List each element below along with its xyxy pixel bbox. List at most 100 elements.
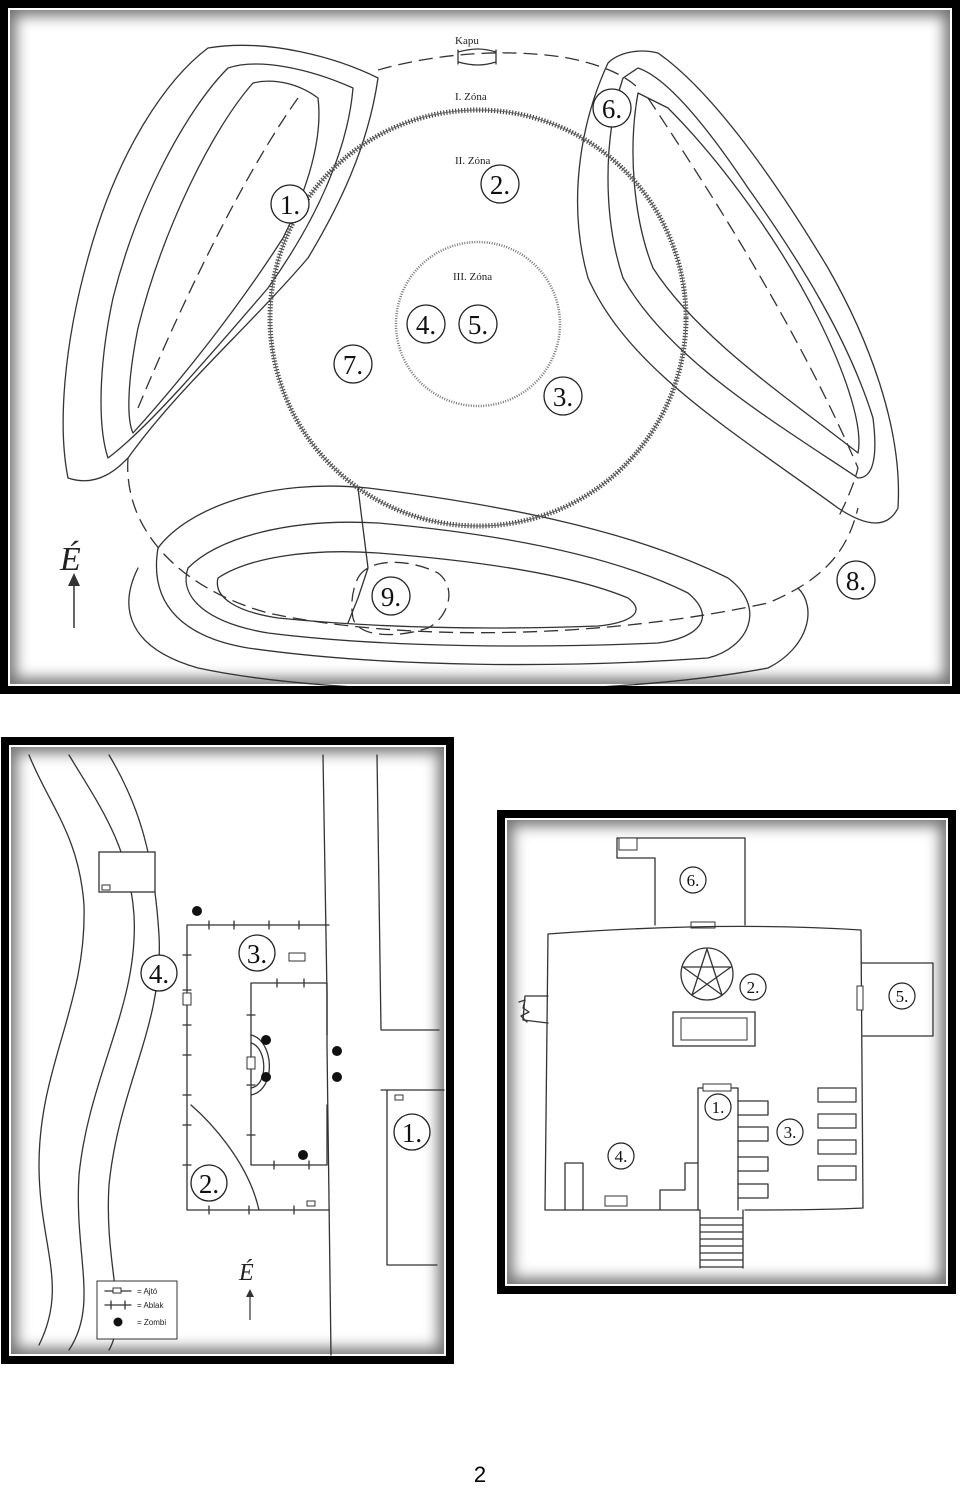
altar-inner — [680, 1017, 748, 1041]
legend: = Ajtó = Ablak = Zombi — [96, 1280, 178, 1340]
svg-text:4.: 4. — [149, 959, 169, 989]
svg-text:5.: 5. — [468, 310, 488, 340]
zone-1-label: I. Zóna — [455, 91, 487, 103]
room-6 — [616, 837, 746, 926]
altar-arc — [250, 1034, 270, 1096]
zone-3-label: III. Zóna — [453, 271, 492, 283]
path-line — [137, 97, 299, 409]
pew — [817, 1087, 857, 1103]
rubble — [518, 999, 530, 1023]
door-icon — [246, 1056, 256, 1070]
contour-line — [128, 80, 320, 434]
contour-line — [100, 63, 354, 459]
marker-9: 9. — [371, 576, 411, 616]
svg-text:1.: 1. — [402, 1118, 422, 1148]
marker-2: 2. — [739, 973, 767, 1001]
contour-line — [185, 521, 703, 647]
door-icon — [604, 1195, 628, 1207]
window-marks — [182, 920, 310, 1215]
svg-text:4.: 4. — [416, 310, 436, 340]
road-edge — [376, 754, 440, 1031]
svg-text:6.: 6. — [602, 94, 622, 124]
main-hall — [544, 925, 864, 1211]
door-icon — [112, 1287, 122, 1294]
window-icon — [104, 1300, 132, 1310]
pew — [737, 1100, 769, 1116]
marker-5: 5. — [888, 982, 916, 1010]
north-label: É — [59, 541, 81, 578]
map-frame-top-inner — [8, 8, 952, 686]
north-arrow-icon — [68, 573, 80, 586]
stairs — [699, 1209, 744, 1269]
svg-text:3.: 3. — [553, 382, 573, 412]
marker-6: 6. — [679, 866, 707, 894]
contour-line — [128, 567, 809, 686]
marker-3: 3. — [238, 934, 276, 972]
marker-2: 2. — [480, 164, 520, 204]
contour-line — [576, 50, 900, 524]
svg-text:8.: 8. — [846, 566, 866, 596]
door-icon — [856, 985, 864, 1011]
pew — [817, 1113, 857, 1129]
zombie-icon — [261, 1072, 271, 1082]
map-frame-top: Kapu I. Zóna II. Zóna III. Zóna É 1. 2. … — [0, 0, 960, 694]
marker-8: 8. — [836, 560, 876, 600]
village-map: É = Ajtó = Ablak = Zombi 1. 2. 3. 4. — [28, 754, 445, 1356]
zombie-icon — [332, 1072, 342, 1082]
zone-2-boundary-core — [269, 109, 687, 527]
door-icon — [702, 1083, 732, 1092]
door-icon — [394, 1094, 404, 1101]
building-1 — [386, 1089, 438, 1266]
door-icon — [618, 837, 638, 851]
pew — [737, 1126, 769, 1142]
building-3-outer — [186, 924, 330, 1211]
pentagram-icon — [680, 947, 734, 1001]
svg-text:2.: 2. — [199, 1169, 219, 1199]
zone-2-label: II. Zóna — [455, 155, 491, 167]
river-bank — [107, 754, 161, 1351]
north-arrow-icon — [246, 1289, 254, 1297]
zombie-icon — [332, 1046, 342, 1056]
svg-text:3.: 3. — [247, 939, 267, 969]
gate-label: Kapu — [455, 35, 479, 47]
svg-text:7.: 7. — [343, 350, 363, 380]
stream-line — [347, 487, 369, 624]
marker-1: 1. — [270, 184, 310, 224]
door-icon — [690, 921, 716, 929]
zombie-icon — [192, 906, 202, 916]
svg-text:5.: 5. — [896, 987, 909, 1006]
pew — [737, 1156, 769, 1172]
contour-line — [155, 485, 751, 666]
svg-text:4.: 4. — [615, 1147, 628, 1166]
contour-line — [216, 551, 637, 629]
svg-text:6.: 6. — [687, 871, 700, 890]
svg-text:2.: 2. — [490, 170, 510, 200]
zombie-icon — [261, 1035, 271, 1045]
entry-left — [522, 995, 549, 1024]
marker-2: 2. — [190, 1164, 228, 1202]
door-icon — [101, 884, 111, 891]
svg-text:9.: 9. — [381, 582, 401, 612]
contour-line — [62, 44, 379, 482]
door-icon — [306, 1200, 316, 1207]
legend-door-label: = Ajtó — [137, 1287, 158, 1296]
road-edge — [322, 754, 332, 1356]
river-bank — [28, 754, 85, 1346]
svg-text:3.: 3. — [784, 1123, 797, 1142]
map-frame-bottom-right: 1. 2. 3. 4. 5. 6. — [497, 810, 956, 1294]
marker-3: 3. — [543, 376, 583, 416]
marker-6: 6. — [592, 88, 632, 128]
door-icon — [288, 952, 306, 962]
room-5 — [860, 962, 934, 1037]
wall — [564, 1162, 584, 1211]
marker-1: 1. — [704, 1093, 732, 1121]
legend-window-label: = Ablak — [137, 1301, 164, 1310]
wall-diagonal — [190, 1104, 260, 1211]
marker-4: 4. — [140, 954, 178, 992]
marker-7: 7. — [333, 344, 373, 384]
marker-4: 4. — [406, 304, 446, 344]
contour-line — [607, 67, 876, 479]
door-icon — [182, 992, 192, 1006]
contour-line — [632, 92, 860, 454]
map-frame-bottom-right-inner — [505, 818, 948, 1286]
